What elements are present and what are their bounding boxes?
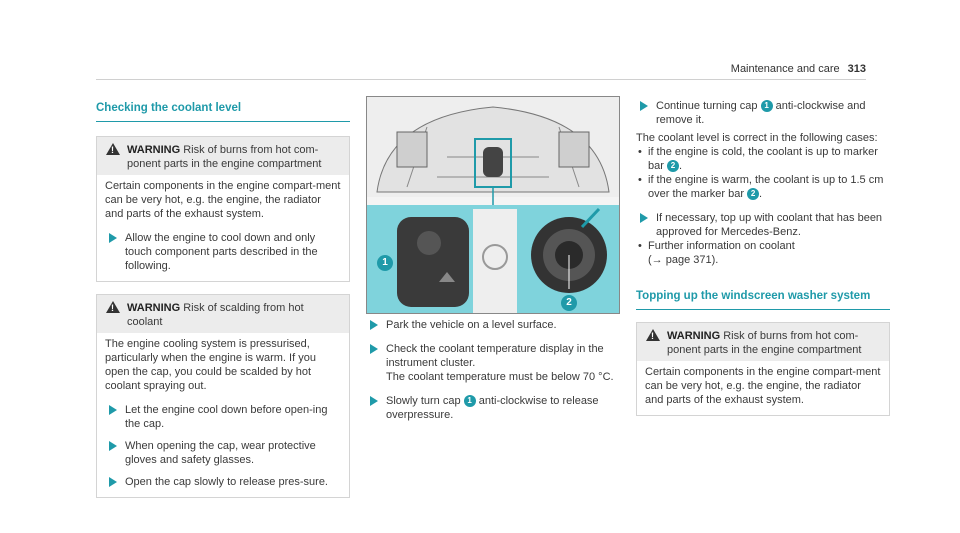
section-name: Maintenance and care — [730, 63, 840, 75]
warning-header: WARNING Risk of burns from hot com-ponen… — [637, 323, 889, 361]
step-arrow-icon — [109, 477, 117, 487]
step-text: Let the engine cool down before open-ing… — [125, 404, 328, 430]
warning-label: WARNING — [127, 144, 181, 156]
warning-icon — [646, 329, 660, 341]
engine-bay-drawing — [367, 97, 619, 313]
step-arrow-icon — [640, 101, 648, 111]
step-text: Slowly turn cap — [386, 395, 461, 407]
step-arrow-icon — [370, 396, 378, 406]
step-arrow-icon — [370, 344, 378, 354]
column-2: Park the vehicle on a level surface. Che… — [366, 318, 620, 422]
step-note: The coolant temperature must be below 70… — [386, 371, 614, 383]
callout-1-ref: 1 — [760, 100, 773, 112]
warning-box: WARNING Risk of scalding from hot coolan… — [96, 294, 350, 498]
section-rule — [636, 309, 890, 310]
warning-icon — [106, 143, 120, 155]
warning-label: WARNING — [127, 302, 181, 314]
warning-icon — [106, 301, 120, 313]
list-item: if the engine is cold, the coolant is up… — [636, 145, 890, 173]
list-item: Further information on coolant (→ page 3… — [636, 239, 890, 267]
warning-body: Certain components in the engine compart… — [105, 180, 341, 220]
step-text: Check the coolant temperature display in… — [386, 343, 604, 369]
step-text: Continue turning cap — [656, 100, 758, 112]
step-text: Park the vehicle on a level surface. — [386, 319, 557, 331]
warning-headline: Risk of burns from hot com-ponent parts … — [127, 144, 322, 170]
step-text: Open the cap slowly to release pres-sure… — [125, 476, 328, 488]
warning-box: WARNING Risk of burns from hot com-ponen… — [636, 322, 890, 416]
callout-2-ref: 2 — [666, 160, 679, 172]
callout-1-ref: 1 — [463, 395, 476, 407]
callout-1: 1 — [377, 255, 393, 271]
warning-headline: Risk of scalding from hot coolant — [127, 302, 304, 328]
step-text: If necessary, top up with coolant that h… — [656, 212, 883, 238]
step-text: Allow the engine to cool down and only t… — [125, 232, 318, 272]
step-item: Slowly turn cap 1 anti-clockwise to rele… — [366, 394, 620, 422]
step-item: Open the cap slowly to release pres-sure… — [105, 475, 341, 489]
warning-headline: Risk of burns from hot com-ponent parts … — [667, 330, 862, 356]
list-text: if the engine is cold, the coolant is up… — [648, 146, 878, 172]
section-title: Topping up the windscreen washer system — [636, 290, 871, 302]
section-title: Checking the coolant level — [96, 102, 242, 114]
step-item: Allow the engine to cool down and only t… — [105, 231, 341, 273]
step-arrow-icon — [109, 405, 117, 415]
callout-2-ref: 2 — [747, 188, 760, 200]
step-text: When opening the cap, wear protective gl… — [125, 440, 316, 466]
warning-body: Certain components in the engine compart… — [645, 366, 881, 406]
step-item: If necessary, top up with coolant that h… — [636, 211, 890, 239]
step-item: Let the engine cool down before open-ing… — [105, 403, 341, 431]
step-item: When opening the cap, wear protective gl… — [105, 439, 341, 467]
engine-bay-illustration: 1 2 — [366, 96, 620, 314]
list-text: if the engine is warm, the coolant is up… — [648, 174, 884, 200]
body-text: The coolant level is correct in the foll… — [636, 132, 878, 144]
step-text: anti-clockwise to release overpressure. — [386, 395, 599, 421]
warning-header: WARNING Risk of burns from hot com-ponen… — [97, 137, 349, 175]
page-reference-link[interactable]: (→ page 371). — [648, 254, 719, 266]
page-number: 313 — [847, 63, 866, 75]
warning-box: WARNING Risk of burns from hot com-ponen… — [96, 136, 350, 282]
running-header: Maintenance and care 313 — [731, 62, 866, 76]
callout-2: 2 — [561, 295, 577, 311]
step-item: Check the coolant temperature display in… — [366, 342, 620, 384]
step-arrow-icon — [109, 441, 117, 451]
warning-body: The engine cooling system is pressurised… — [105, 338, 316, 392]
step-arrow-icon — [370, 320, 378, 330]
step-item: Continue turning cap 1 anti-clockwise an… — [636, 99, 890, 127]
column-3: Continue turning cap 1 anti-clockwise an… — [636, 99, 890, 416]
step-arrow-icon — [109, 233, 117, 243]
column-1: Checking the coolant level WARNING Risk … — [96, 101, 350, 498]
step-arrow-icon — [640, 213, 648, 223]
warning-label: WARNING — [667, 330, 721, 342]
step-text: anti-clockwise and remove it. — [656, 100, 866, 126]
list-item: if the engine is warm, the coolant is up… — [636, 173, 890, 201]
list-text: Further information on coolant — [648, 240, 795, 252]
header-rule — [96, 79, 866, 80]
step-item: Park the vehicle on a level surface. — [366, 318, 620, 332]
warning-header: WARNING Risk of scalding from hot coolan… — [97, 295, 349, 333]
section-rule — [96, 121, 350, 122]
